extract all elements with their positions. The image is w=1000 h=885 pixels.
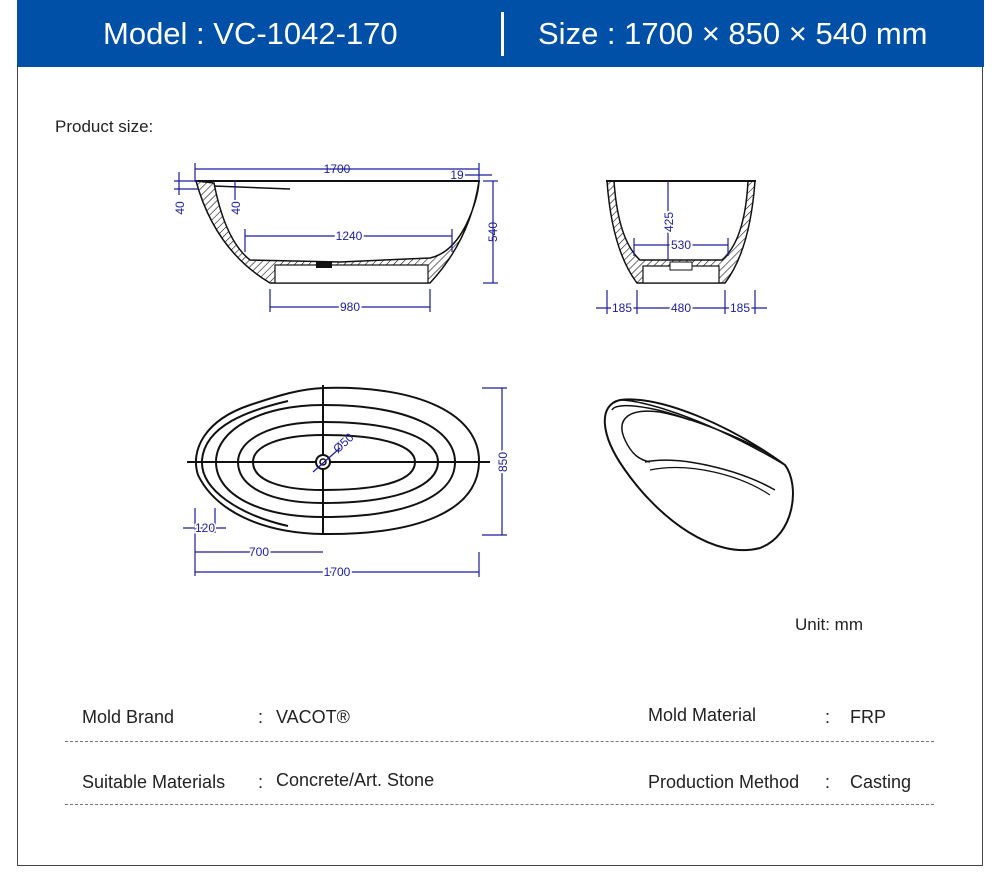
header-bar: Model : VC-1042-170 Size : 1700 × 850 × … [17,0,984,67]
spec-label-production-method: Production Method [648,772,800,792]
spec-sep: : [258,707,264,727]
spec-value-suitable-materials: Concrete/Art. Stone [276,770,435,790]
top-view: Ø50 850 120 700 1700 [183,385,512,581]
spec-label-mold-material: Mold Material [648,705,757,725]
dim-end-right: 185 [730,301,750,315]
page-frame [17,0,983,866]
size-title: Size : 1700 × 850 × 540 mm [538,16,928,51]
spec-value-mold-material: FRP [850,707,886,727]
end-view: 425 530 185 480 185 [596,180,767,317]
dim-end-base: 480 [671,301,691,315]
spec-sep: : [825,707,831,727]
spec-sep: : [258,772,264,792]
dim-top-width: 850 [496,452,510,472]
dim-side-height: 540 [486,222,500,242]
dim-side-base: 980 [340,300,360,314]
perspective-view [603,398,794,552]
header-divider [501,12,504,56]
dim-side-length: 1700 [324,162,351,176]
dim-top-length: 1700 [324,565,351,579]
dim-side-rim-outer: 40 [173,201,187,215]
dim-side-rim-inner: 40 [229,201,243,215]
dim-top-drain: Ø50 [330,430,356,456]
spec-value-mold-brand: VACOT® [276,707,350,727]
spec-label-mold-brand: Mold Brand [82,707,175,727]
dim-side-inner-bottom: 1240 [336,229,363,243]
spec-label-suitable-materials: Suitable Materials [82,772,226,792]
row-divider [65,804,934,805]
spec-sep: : [825,772,831,792]
dim-end-depth: 425 [662,212,676,232]
spec-value-production-method: Casting [850,772,912,792]
side-view: 1700 19 540 40 40 1240 980 [173,162,500,316]
dim-end-left: 185 [612,301,632,315]
dim-side-rim-offset: 19 [450,168,464,182]
row-divider [65,741,934,742]
product-size-label: Product size: [55,117,154,136]
dim-end-inner-bottom: 530 [671,238,691,252]
dim-top-rim-lip: 120 [195,521,215,535]
model-title: Model : VC-1042-170 [103,16,398,51]
unit-label: Unit: mm [795,615,863,634]
dim-top-drain-position: 700 [249,545,269,559]
